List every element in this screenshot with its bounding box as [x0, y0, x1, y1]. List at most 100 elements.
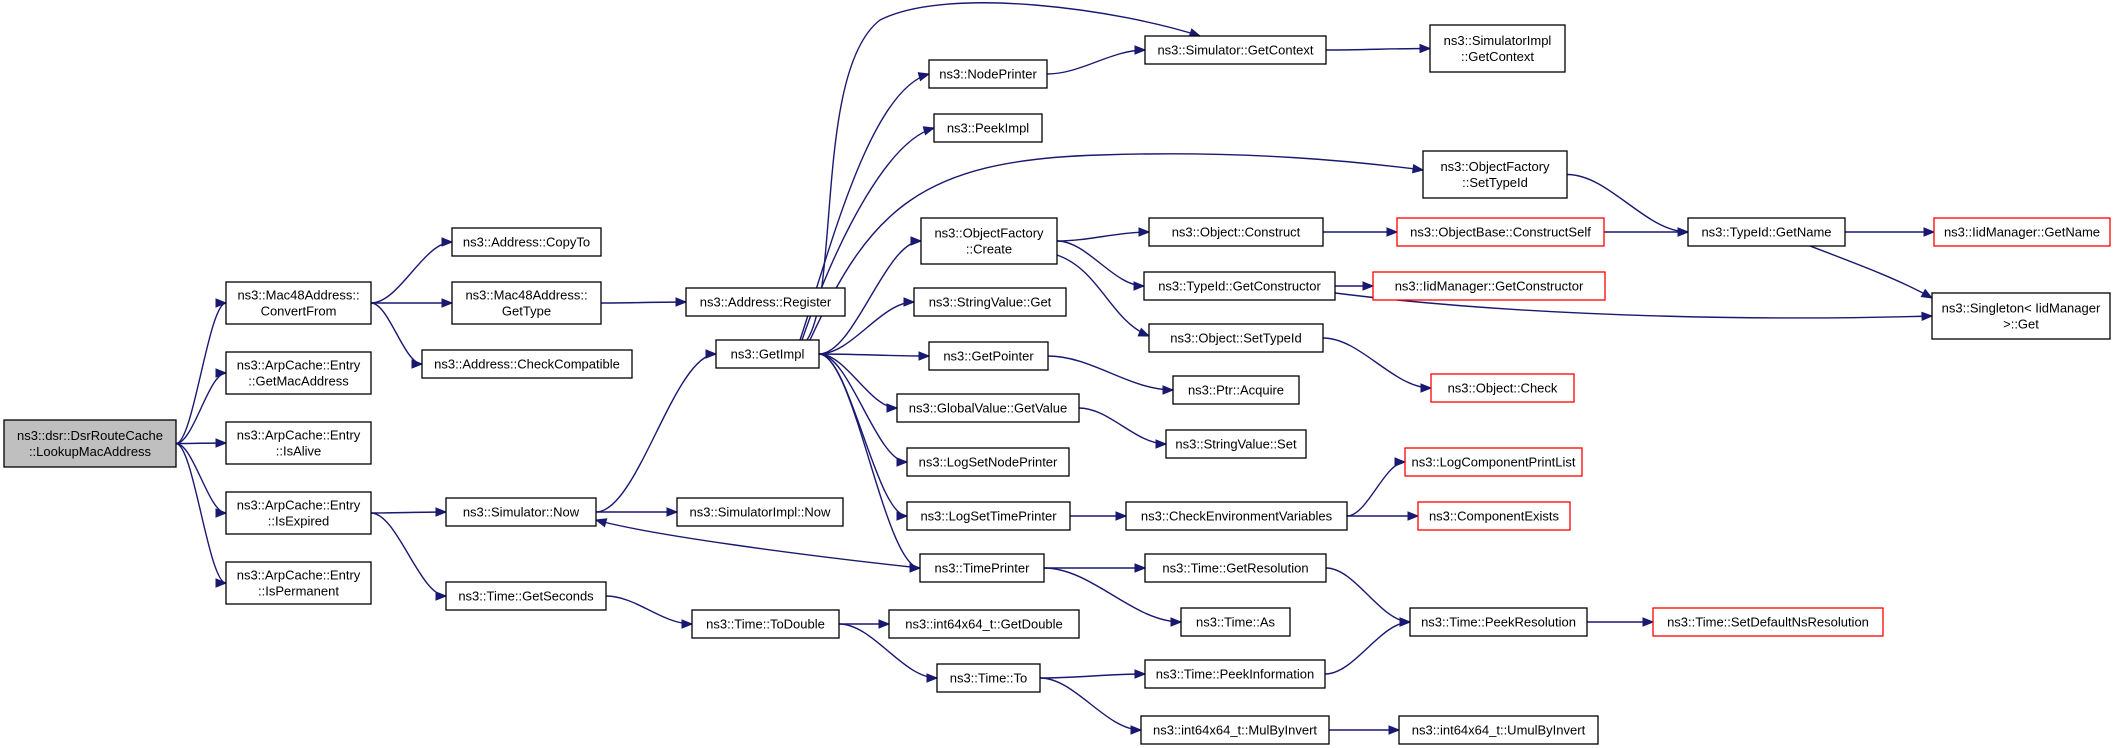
- node-mac48-convertfrom[interactable]: ns3::Mac48Address::ConvertFrom: [225, 281, 372, 325]
- call-edge: [1056, 240, 1146, 291]
- node-label: ns3::Mac48Address::: [237, 288, 359, 303]
- call-edge: [175, 438, 228, 448]
- node-time-as[interactable]: ns3::Time::As: [1180, 607, 1291, 637]
- node-label: ns3::Time::SetDefaultNsResolution: [1667, 615, 1869, 630]
- node-componentexists[interactable]: ns3::ComponentExists: [1417, 501, 1571, 531]
- node-box: [1652, 607, 1884, 637]
- node-getimpl[interactable]: ns3::GetImpl: [715, 339, 820, 369]
- node-getpointer[interactable]: ns3::GetPointer: [928, 341, 1049, 371]
- node-typeid-getname[interactable]: ns3::TypeId::GetName: [1687, 217, 1846, 247]
- call-edge: [371, 298, 454, 308]
- node-box: [1165, 429, 1307, 459]
- node-of-create[interactable]: ns3::ObjectFactory::Create: [920, 217, 1058, 265]
- node-time-getseconds[interactable]: ns3::Time::GetSeconds: [445, 581, 607, 611]
- node-label: ns3::Address::Register: [700, 295, 832, 310]
- node-label: ns3::Time::GetSeconds: [458, 589, 594, 604]
- node-arp-isalive[interactable]: ns3::ArpCache::Entry::IsAlive: [225, 421, 372, 465]
- node-stringvalue-set[interactable]: ns3::StringValue::Set: [1165, 429, 1307, 459]
- node-i64-umulbyinvert[interactable]: ns3::int64x64_t::UmulByInvert: [1398, 715, 1599, 745]
- edge-line: [595, 353, 717, 513]
- call-edge: [1069, 511, 1128, 521]
- node-time-getresolution[interactable]: ns3::Time::GetResolution: [1144, 553, 1327, 583]
- edge-line: [595, 519, 921, 569]
- arrowhead-icon: [1115, 511, 1128, 521]
- node-label: ns3::TypeId::GetConstructor: [1158, 279, 1321, 294]
- node-box: [451, 281, 602, 325]
- edge-line: [600, 301, 687, 304]
- node-label: ns3::GlobalValue::GetValue: [909, 401, 1068, 416]
- node-gv-getvalue[interactable]: ns3::GlobalValue::GetValue: [896, 393, 1080, 423]
- node-label: ConvertFrom: [261, 304, 337, 319]
- node-arp-isexpired[interactable]: ns3::ArpCache::Entry::IsExpired: [225, 491, 372, 535]
- node-time-todouble[interactable]: ns3::Time::ToDouble: [691, 609, 840, 639]
- edge-line: [818, 353, 930, 357]
- node-simimpl-getcontext[interactable]: ns3::SimulatorImpl::GetContext: [1429, 24, 1566, 73]
- arrowhead-icon: [411, 359, 424, 369]
- node-time-peekresolution[interactable]: ns3::Time::PeekResolution: [1409, 607, 1588, 637]
- call-edge: [1325, 567, 1412, 627]
- arrowhead-icon: [1155, 439, 1168, 449]
- arrowhead-icon: [594, 518, 608, 528]
- node-arp-ispermanent[interactable]: ns3::ArpCache::Entry::IsPermanent: [225, 561, 372, 605]
- arrowhead-icon: [1388, 725, 1401, 735]
- node-objectbase-constructself[interactable]: ns3::ObjectBase::ConstructSelf: [1396, 217, 1605, 247]
- node-iidmanager-getname[interactable]: ns3::IidManager::GetName: [1933, 217, 2111, 247]
- node-iidmanager-getconstructor[interactable]: ns3::IidManager::GetConstructor: [1372, 271, 1606, 301]
- node-sim-now[interactable]: ns3::Simulator::Now: [445, 497, 597, 527]
- node-ptr-acquire[interactable]: ns3::Ptr::Acquire: [1172, 375, 1300, 405]
- node-i64-getdouble[interactable]: ns3::int64x64_t::GetDouble: [888, 609, 1080, 639]
- node-arp-getmac[interactable]: ns3::ArpCache::Entry::GetMacAddress: [225, 351, 372, 395]
- node-time-peekinformation[interactable]: ns3::Time::PeekInformation: [1144, 659, 1326, 689]
- node-box: [3, 419, 177, 468]
- node-time-setdefaultnsresolution[interactable]: ns3::Time::SetDefaultNsResolution: [1652, 607, 1884, 637]
- node-checkenv[interactable]: ns3::CheckEnvironmentVariables: [1125, 501, 1348, 531]
- node-label: ns3::Time::PeekResolution: [1421, 615, 1576, 630]
- node-i64-mulbyinvert[interactable]: ns3::int64x64_t::MulByInvert: [1140, 715, 1330, 745]
- node-peekimpl[interactable]: ns3::PeekImpl: [933, 113, 1043, 143]
- node-root[interactable]: ns3::dsr::DsrRouteCache::LookupMacAddres…: [3, 419, 177, 468]
- node-simimpl-now[interactable]: ns3::SimulatorImpl::Now: [676, 497, 844, 527]
- call-edge: [1322, 227, 1399, 237]
- node-nodeprinter[interactable]: ns3::NodePrinter: [928, 59, 1048, 89]
- arrowhead-icon: [1134, 669, 1147, 679]
- node-singleton-get[interactable]: ns3::Singleton< IidManager >::Get: [1931, 292, 2111, 340]
- node-box: [906, 501, 1071, 531]
- node-object-settypeid[interactable]: ns3::Object::SetTypeId: [1148, 323, 1324, 353]
- call-edge: [1047, 355, 1175, 395]
- call-edge: [1039, 669, 1147, 679]
- arrowhead-icon: [1134, 563, 1147, 573]
- node-logsetnodeprinter[interactable]: ns3::LogSetNodePrinter: [906, 447, 1070, 477]
- call-edge: [1056, 254, 1151, 337]
- call-edge: [818, 351, 931, 361]
- call-edge: [1346, 511, 1420, 521]
- call-edge: [838, 623, 939, 683]
- edge-line: [818, 353, 921, 569]
- node-addr-register[interactable]: ns3::Address::Register: [685, 287, 846, 317]
- edge-line: [1056, 240, 1145, 287]
- node-typeid-getconstructor[interactable]: ns3::TypeId::GetConstructor: [1143, 271, 1336, 301]
- call-edge: [1039, 677, 1143, 735]
- node-label: ::Create: [966, 242, 1012, 257]
- call-edge: [1334, 292, 1934, 322]
- node-of-settypeid[interactable]: ns3::ObjectFactory::SetTypeId: [1422, 150, 1568, 199]
- node-label: ns3::TimePrinter: [935, 561, 1031, 576]
- arrowhead-icon: [1921, 311, 1934, 322]
- node-object-construct[interactable]: ns3::Object::Construct: [1148, 217, 1324, 247]
- node-box: [691, 609, 840, 639]
- node-logcomponentprintlist[interactable]: ns3::LogComponentPrintList: [1404, 447, 1583, 477]
- node-time-to[interactable]: ns3::Time::To: [936, 663, 1041, 693]
- node-addr-copyto[interactable]: ns3::Address::CopyTo: [451, 227, 602, 257]
- node-object-check[interactable]: ns3::Object::Check: [1430, 373, 1575, 403]
- node-logsettimeprinter[interactable]: ns3::LogSetTimePrinter: [906, 501, 1071, 531]
- node-label: ns3::LogComponentPrintList: [1411, 455, 1575, 470]
- node-timeprinter[interactable]: ns3::TimePrinter: [919, 553, 1045, 583]
- node-addr-checkcompat[interactable]: ns3::Address::CheckCompatible: [421, 349, 633, 379]
- edge-line: [1056, 254, 1150, 337]
- call-edge: [1322, 337, 1433, 393]
- node-mac48-gettype[interactable]: ns3::Mac48Address::GetType: [451, 281, 602, 325]
- edge-line: [1566, 173, 1689, 233]
- node-stringvalue-get[interactable]: ns3::StringValue::Get: [913, 287, 1067, 317]
- node-sim-getcontext[interactable]: ns3::Simulator::GetContext: [1144, 35, 1327, 65]
- node-label: ns3::Ptr::Acquire: [1188, 383, 1284, 398]
